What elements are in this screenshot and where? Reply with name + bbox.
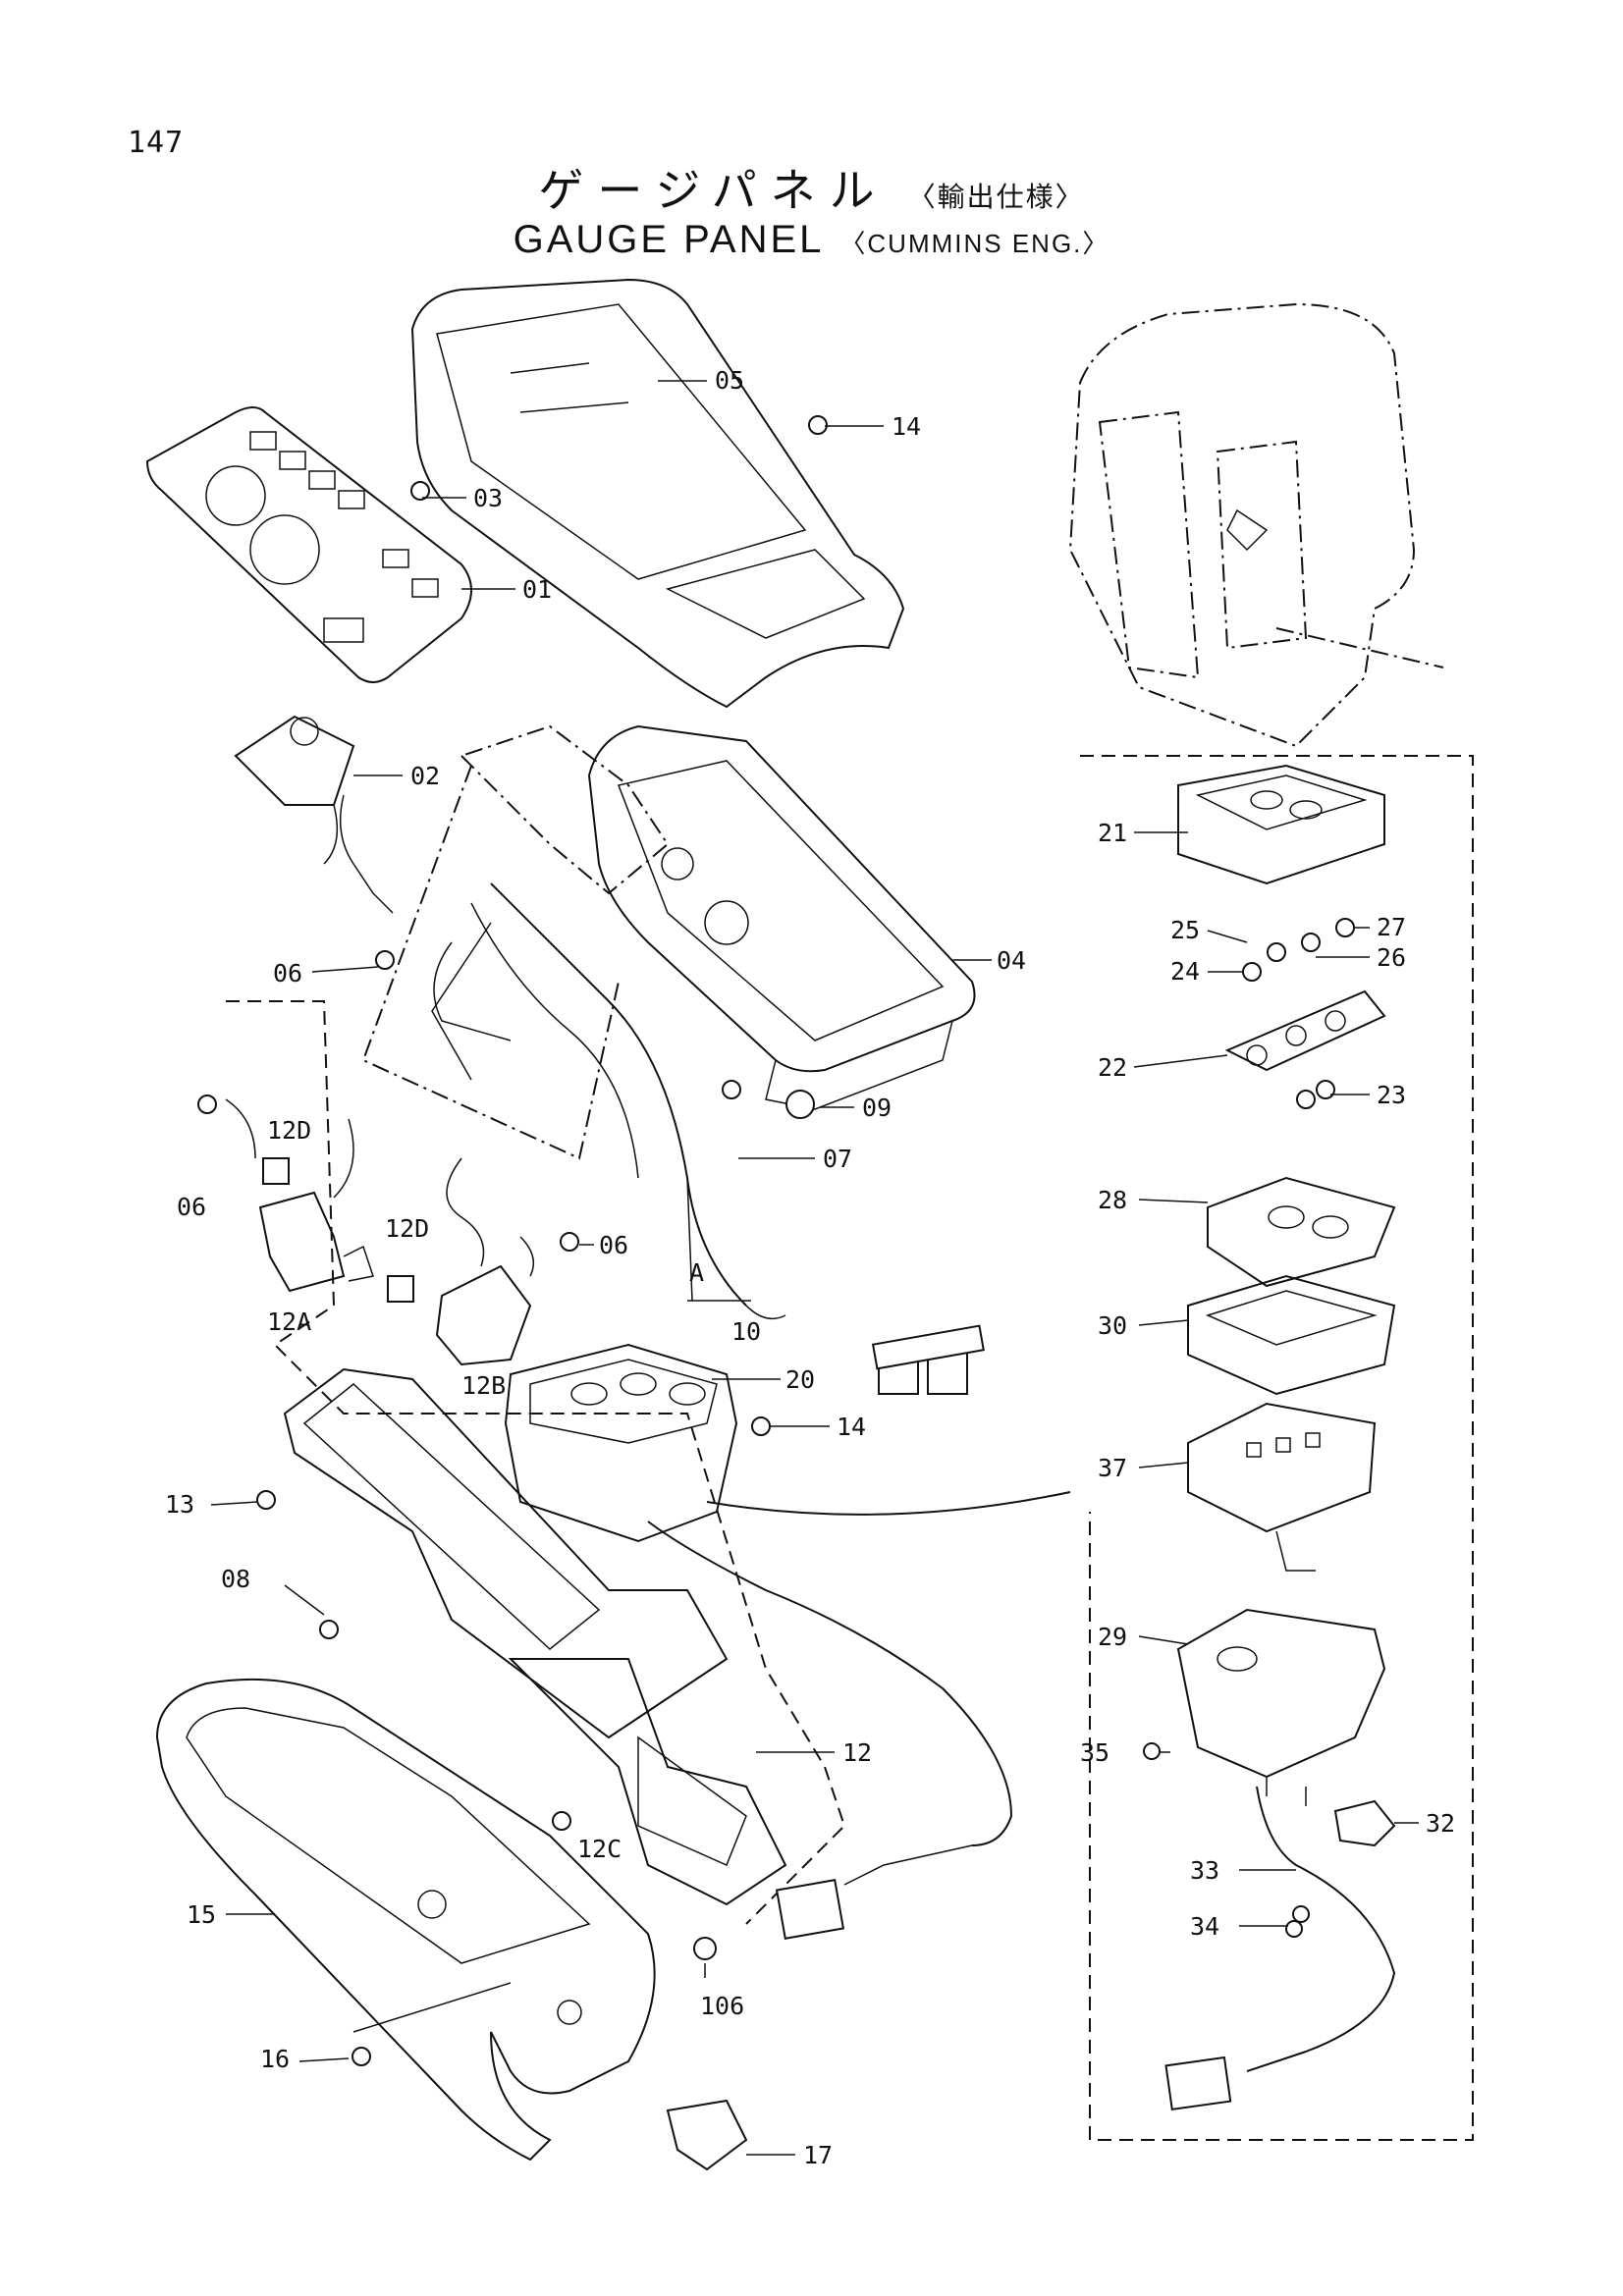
part-17-cap [666, 2099, 748, 2171]
callout-21: 21 [1098, 819, 1127, 847]
callout-07: 07 [823, 1145, 852, 1173]
part-wire-harness [431, 882, 985, 1395]
callout-23: 23 [1377, 1081, 1406, 1109]
callout-30: 30 [1098, 1311, 1127, 1340]
callout-12: 12 [842, 1738, 872, 1767]
screws [197, 415, 1303, 2066]
callout-14-top: 14 [892, 412, 921, 441]
callout-15: 15 [187, 1900, 216, 1929]
title-en-main: GAUGE PANEL [513, 218, 825, 261]
callout-106: 106 [700, 1992, 744, 2020]
callout-12B: 12B [461, 1371, 506, 1400]
callout-29: 29 [1098, 1623, 1127, 1651]
callout-12A: 12A [267, 1308, 311, 1336]
title-en-sub: 〈CUMMINS ENG.〉 [839, 229, 1110, 258]
callout-A: A [689, 1258, 704, 1287]
part-04-housing [587, 724, 976, 1110]
part-01-gauge-face [145, 406, 472, 683]
callout-25: 25 [1170, 916, 1200, 944]
callout-24: 24 [1170, 957, 1200, 986]
callout-17: 17 [803, 2141, 833, 2169]
callout-12D-b: 12D [385, 1214, 429, 1243]
callout-09: 09 [862, 1094, 892, 1122]
cab-outline [1068, 302, 1444, 748]
callout-34: 34 [1190, 1912, 1219, 1941]
detail-29-housing [1176, 1608, 1386, 1806]
title-english: GAUGE PANEL 〈CUMMINS ENG.〉 [0, 218, 1623, 262]
callout-22: 22 [1098, 1053, 1127, 1082]
callout-33: 33 [1190, 1856, 1219, 1885]
part-02-switch [234, 715, 394, 914]
callout-06-a: 06 [273, 959, 302, 988]
part-12-bracket [283, 1367, 787, 1906]
callout-05: 05 [715, 366, 744, 395]
title-jp-sub: 〈輸出仕様〉 [907, 181, 1085, 213]
callout-16: 16 [260, 2045, 290, 2073]
part-12B-relay [387, 1157, 535, 1366]
callout-12C: 12C [577, 1835, 622, 1863]
callout-04: 04 [997, 946, 1026, 975]
callout-06-c: 06 [599, 1231, 628, 1259]
callout-03: 03 [473, 484, 503, 512]
detail-32-connector [1333, 1799, 1396, 1847]
part-12A-relay [225, 1098, 374, 1293]
detail-21-cover [1177, 764, 1385, 885]
callout-37: 37 [1098, 1454, 1127, 1482]
callout-01: 01 [522, 575, 552, 604]
detail-28-frame [1207, 1176, 1396, 1288]
harness-group-boundary-2 [361, 765, 620, 1160]
callout-12D-a: 12D [267, 1116, 311, 1145]
part-15-lower-cover [155, 1678, 656, 2162]
callout-08: 08 [221, 1565, 250, 1593]
harness-group-boundary [460, 724, 670, 895]
callout-26: 26 [1377, 943, 1406, 972]
callout-02: 02 [410, 762, 440, 790]
callout-32: 32 [1426, 1809, 1455, 1838]
callout-20: 20 [785, 1365, 815, 1394]
part-12-group-boundary [226, 1000, 846, 1925]
callout-labels: 05 14 03 01 02 04 06 09 07 12D 06 12D 06… [165, 366, 1455, 2169]
callout-27: 27 [1377, 913, 1406, 941]
callout-06-b: 06 [177, 1193, 206, 1221]
page-number: 147 [128, 126, 185, 160]
detail-37-pcb [1187, 1402, 1377, 1572]
part-20-switch-panel [504, 1343, 1071, 1940]
part-05-cover [410, 278, 905, 709]
callout-28: 28 [1098, 1186, 1127, 1214]
leader-lines [210, 380, 1419, 2156]
detail-box-border [1080, 755, 1474, 2141]
callout-10: 10 [731, 1317, 761, 1346]
callout-35: 35 [1080, 1738, 1109, 1767]
callout-13: 13 [165, 1490, 194, 1519]
callout-14-mid: 14 [837, 1413, 866, 1441]
detail-harness [1164, 1786, 1396, 2111]
detail-30-plate [1187, 1274, 1396, 1396]
title-japanese: ゲージパネル〈輸出仕様〉 [0, 155, 1623, 220]
title-jp-main: ゲージパネル [538, 164, 889, 217]
detail-22-switch-block [1224, 918, 1386, 1109]
